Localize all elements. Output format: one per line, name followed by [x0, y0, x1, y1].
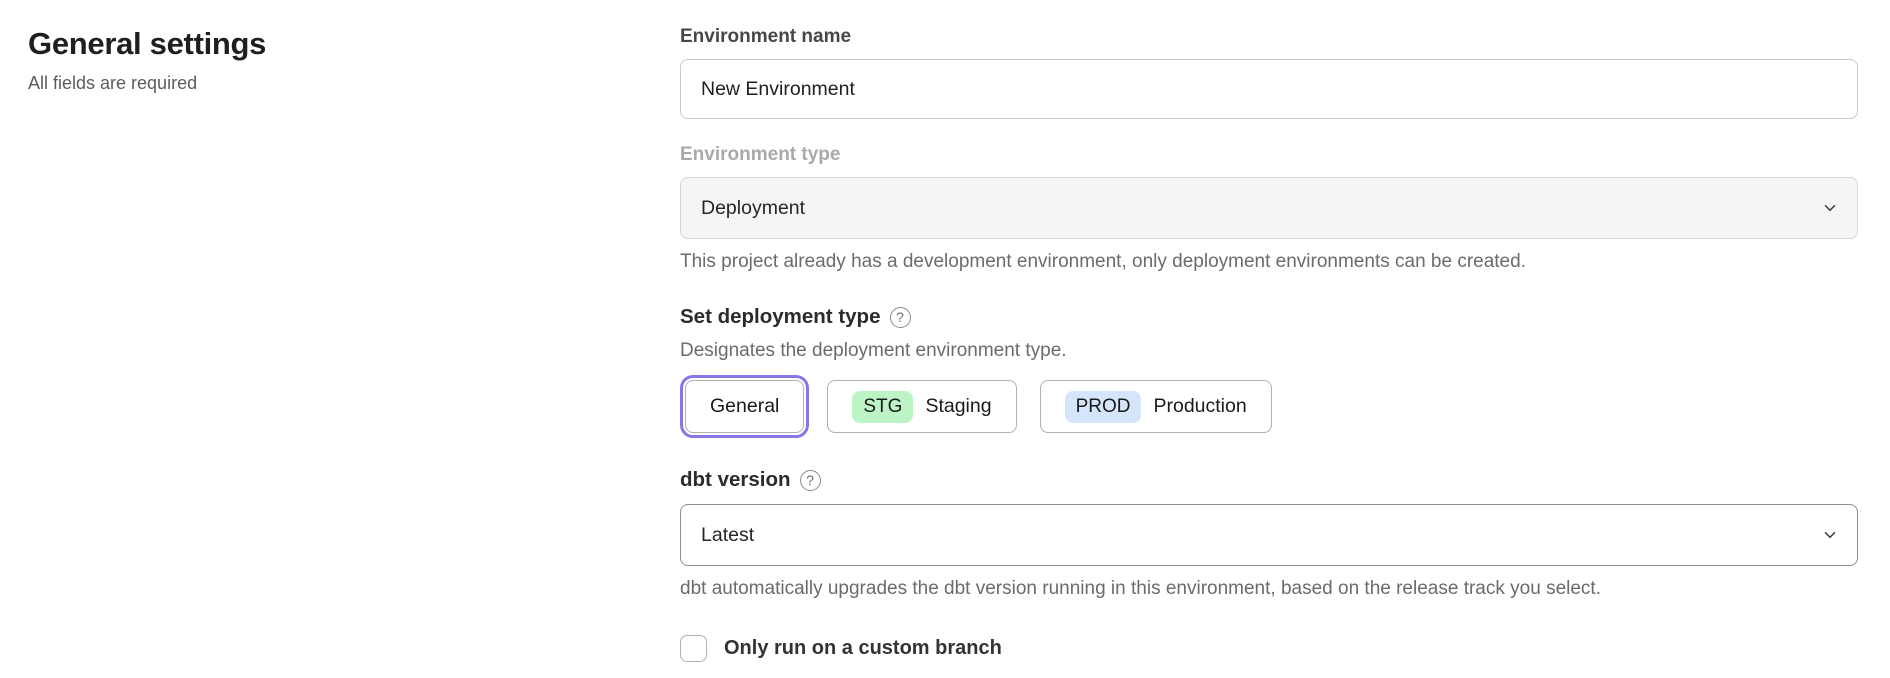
- deployment-type-heading-label: Set deployment type: [680, 305, 881, 328]
- page-title: General settings: [28, 26, 267, 61]
- environment-name-input[interactable]: [680, 59, 1858, 119]
- environment-type-label: Environment type: [680, 144, 841, 165]
- deployment-type-options: General STG Staging PROD Production: [680, 375, 1858, 438]
- dbt-version-value: Latest: [701, 523, 755, 546]
- deployment-option-ring: PROD Production: [1035, 375, 1277, 438]
- chevron-down-icon: [1821, 199, 1839, 217]
- environment-type-select[interactable]: Deployment: [680, 177, 1858, 239]
- deployment-type-description: Designates the deployment environment ty…: [680, 340, 1067, 361]
- environment-type-helper: This project already has a development e…: [680, 251, 1526, 272]
- chevron-down-icon: [1821, 526, 1839, 544]
- deployment-type-heading: Set deployment type ?: [680, 305, 1858, 329]
- custom-branch-label[interactable]: Only run on a custom branch: [724, 637, 1002, 659]
- deployment-option-label: Staging: [925, 395, 992, 417]
- environment-type-value: Deployment: [701, 196, 806, 219]
- help-icon[interactable]: ?: [889, 306, 911, 328]
- dbt-version-helper: dbt automatically upgrades the dbt versi…: [680, 578, 1601, 599]
- dbt-version-heading: dbt version ?: [680, 468, 1858, 492]
- settings-header: General settings All fields are required: [28, 24, 588, 94]
- production-badge: PROD: [1064, 390, 1142, 423]
- staging-badge: STG: [852, 390, 914, 423]
- deployment-option-staging[interactable]: STG Staging: [827, 380, 1017, 433]
- dbt-version-heading-label: dbt version: [680, 468, 791, 491]
- deployment-option-ring: General: [680, 375, 810, 438]
- deployment-option-general[interactable]: General: [685, 380, 805, 433]
- deployment-option-production[interactable]: PROD Production: [1039, 380, 1272, 433]
- deployment-option-label: Production: [1153, 395, 1247, 417]
- help-icon[interactable]: ?: [799, 469, 821, 491]
- page-subtitle: All fields are required: [28, 73, 198, 93]
- deployment-option-label: General: [710, 395, 780, 417]
- environment-name-label: Environment name: [680, 26, 852, 47]
- deployment-option-ring: STG Staging: [822, 375, 1021, 438]
- custom-branch-row: Only run on a custom branch: [680, 635, 1858, 662]
- environment-settings-form: Environment name Environment type Deploy…: [680, 26, 1858, 662]
- dbt-version-select[interactable]: Latest: [680, 504, 1858, 566]
- custom-branch-checkbox[interactable]: [680, 635, 707, 662]
